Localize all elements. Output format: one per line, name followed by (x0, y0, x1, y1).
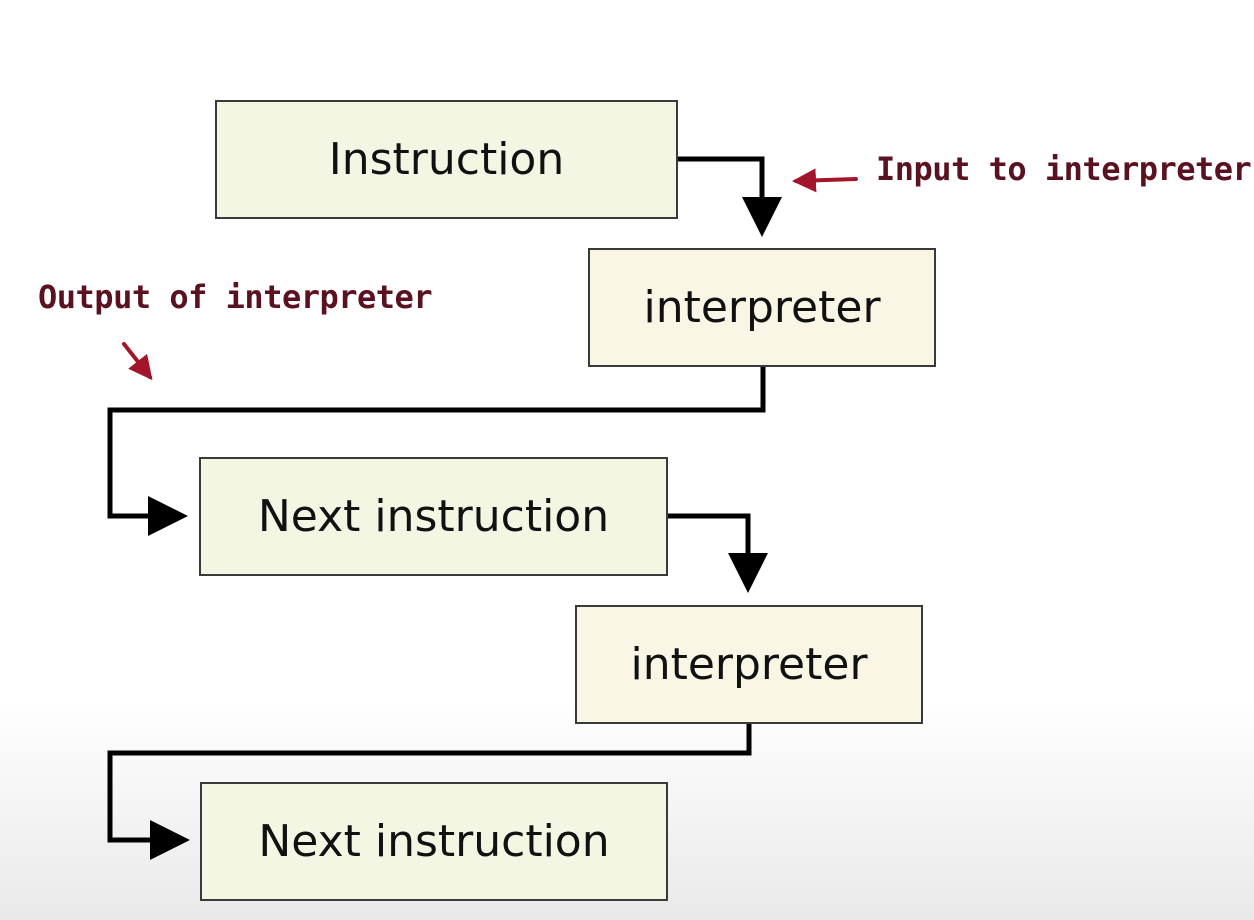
connector-interpreter-to-next-instruction-2 (107, 724, 752, 860)
input-annotation-arrow (792, 168, 858, 193)
instruction-box: Instruction (215, 100, 678, 219)
interpreter-box-1-label: interpreter (643, 282, 881, 333)
input-annotation-text: Input to interpreter (876, 150, 1252, 188)
instruction-box-label: Instruction (328, 134, 565, 185)
interpreter-box-1: interpreter (588, 248, 936, 367)
input-annotation: Input to interpreter (876, 150, 1252, 188)
next-instruction-box-2: Next instruction (200, 782, 668, 901)
connector-next-instruction-to-interpreter (668, 513, 768, 593)
output-annotation-text: Output of interpreter (38, 278, 433, 316)
next-instruction-box-1-label: Next instruction (257, 491, 610, 542)
interpreter-box-2: interpreter (575, 605, 923, 724)
output-annotation: Output of interpreter (38, 278, 433, 316)
interpreter-box-2-label: interpreter (630, 639, 868, 690)
connector-interpreter-to-next-instruction (107, 367, 766, 536)
output-annotation-arrow (122, 342, 153, 381)
next-instruction-box-2-label: Next instruction (258, 816, 610, 867)
next-instruction-box-1: Next instruction (199, 457, 668, 576)
connector-instruction-to-interpreter (678, 156, 782, 237)
